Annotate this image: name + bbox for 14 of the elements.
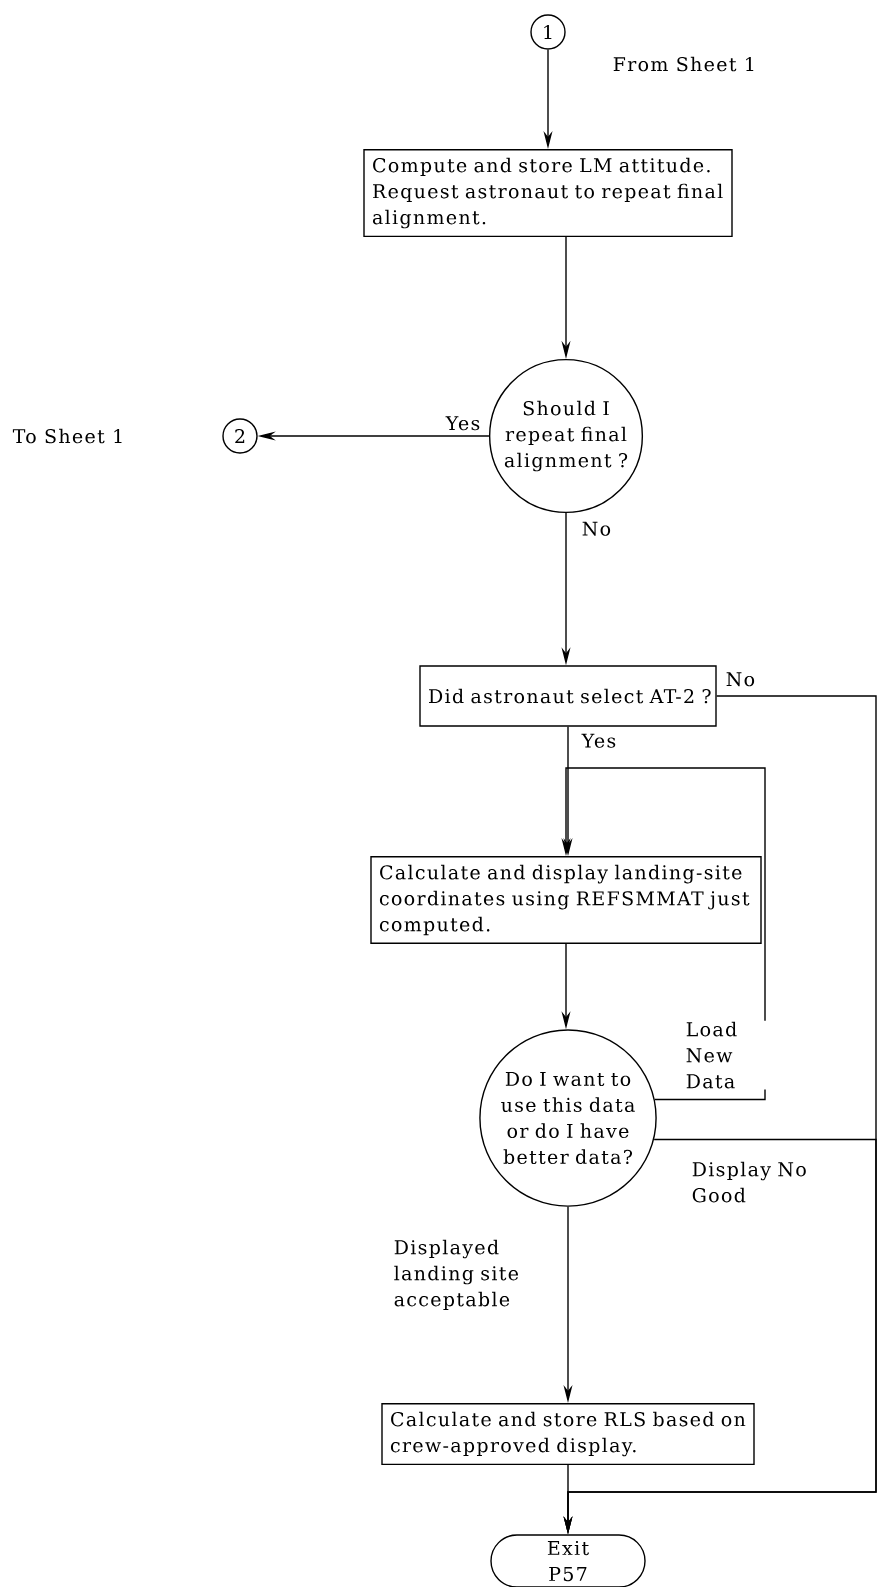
sheet-note: To Sheet 1 <box>12 428 122 444</box>
edge-label: No <box>724 671 757 688</box>
process-box: Compute and store LM attitude. Request astronaut to repeat final alignment. <box>363 149 733 238</box>
edge-label: Displayed landing site acceptable <box>392 1238 535 1312</box>
edge-label: Display No Good <box>690 1160 823 1204</box>
process-box: Calculate and store RLS based on crew-approved display. <box>381 1403 755 1466</box>
edge-label: No <box>580 520 613 537</box>
process-box: Calculate and display landing-site coordinates using REFSMMAT just computed. <box>370 856 762 944</box>
connector-note: From Sheet 1 <box>613 56 754 72</box>
edge-label: Load New Data <box>684 1020 767 1090</box>
edge-label: Yes <box>444 415 482 432</box>
edge-label: Yes <box>580 732 618 749</box>
terminal-box: Exit P57 <box>490 1534 646 1587</box>
process-box: Did astronaut select AT-2 ? <box>419 665 717 727</box>
